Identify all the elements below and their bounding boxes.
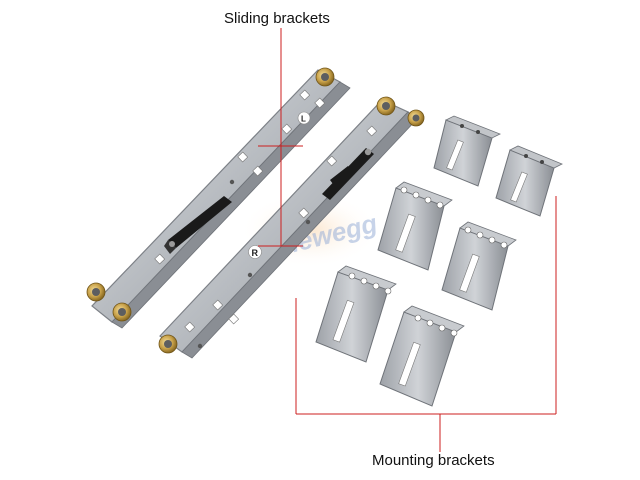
mounting-brackets-label: Mounting brackets xyxy=(372,452,495,469)
mounting-bracket xyxy=(379,305,465,407)
callout-lines xyxy=(258,28,557,452)
brass-grommet-icon xyxy=(158,334,178,354)
rail-marking-left: L xyxy=(301,115,306,124)
brass-grommet-icon xyxy=(407,109,425,127)
brass-grommet-icon xyxy=(315,67,335,87)
release-latch-icon xyxy=(164,196,232,254)
sliding-bracket-left: L xyxy=(86,67,351,329)
release-latch-icon xyxy=(322,148,374,200)
sliding-bracket-right: R xyxy=(158,96,425,359)
mounting-bracket xyxy=(433,115,501,187)
brass-grommet-icon xyxy=(376,96,396,116)
mounting-bracket xyxy=(495,145,563,217)
brass-grommet-icon xyxy=(112,302,132,322)
mounting-bracket xyxy=(441,221,517,311)
sliding-brackets-label: Sliding brackets xyxy=(224,10,330,27)
mounting-bracket xyxy=(315,265,397,363)
rail-marking-right: R xyxy=(252,248,259,258)
mounting-bracket xyxy=(377,181,453,271)
brass-grommet-icon xyxy=(86,282,106,302)
